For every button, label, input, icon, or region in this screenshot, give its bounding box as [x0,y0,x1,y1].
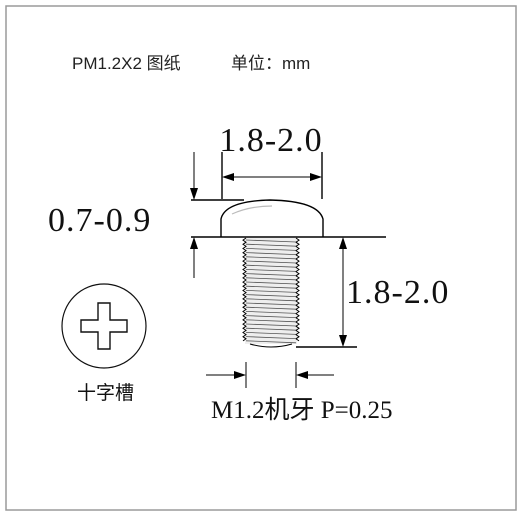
cross-recess-icon [61,283,147,369]
thread-crest-line [245,277,297,281]
screw-head-outline [220,199,324,237]
thread-crest-line [245,302,297,306]
dim-head-diameter: 1.8-2.0 [219,122,322,181]
thread-crest-line [245,273,297,276]
head-highlight [231,205,273,215]
dim-thread-length-label: 1.8-2.0 [346,274,449,311]
thread-crest-line [245,290,297,293]
thread-crest-line [245,323,297,327]
thread-crest-line [245,252,297,255]
dim-head-height-label: 0.7-0.9 [48,202,151,239]
thread-crest-line [245,340,297,344]
dim-thread-diameter [206,371,334,379]
screw-shank [242,237,300,348]
drawing-frame [5,5,517,511]
thread-crest-line [245,260,297,264]
shank-tip [249,343,293,348]
thread-crest-line [245,332,297,335]
thread-crest-line [245,298,297,302]
part-title: PM1.2X2 图纸 [72,54,181,73]
thread-crest-line [245,311,297,314]
thread-crest-line [245,256,297,260]
thread-crest-line [245,264,297,268]
thread-crest-line [245,306,297,310]
thread-crest-line [245,243,297,247]
thread-crest-line [245,248,297,251]
unit-label: 单位：mm [231,54,310,73]
dim-head-height: 0.7-0.9 [48,152,198,278]
thread-crest-line [245,336,297,339]
thread-crest-line [245,294,297,297]
drive-type-label: 十字槽 [77,382,134,404]
thread-crest-line [245,281,297,285]
thread-crest-line [245,239,297,243]
thread-crest-line [245,319,297,323]
thread-spec-label: M1.2机牙 P=0.25 [211,396,392,424]
thread-crest-line [245,315,297,318]
thread-crest-line [245,269,297,272]
dim-thread-length: 1.8-2.0 [339,237,449,347]
thread-crest-line [245,327,297,331]
dim-head-diameter-label: 1.8-2.0 [219,122,322,159]
thread-crest-line [245,285,297,289]
